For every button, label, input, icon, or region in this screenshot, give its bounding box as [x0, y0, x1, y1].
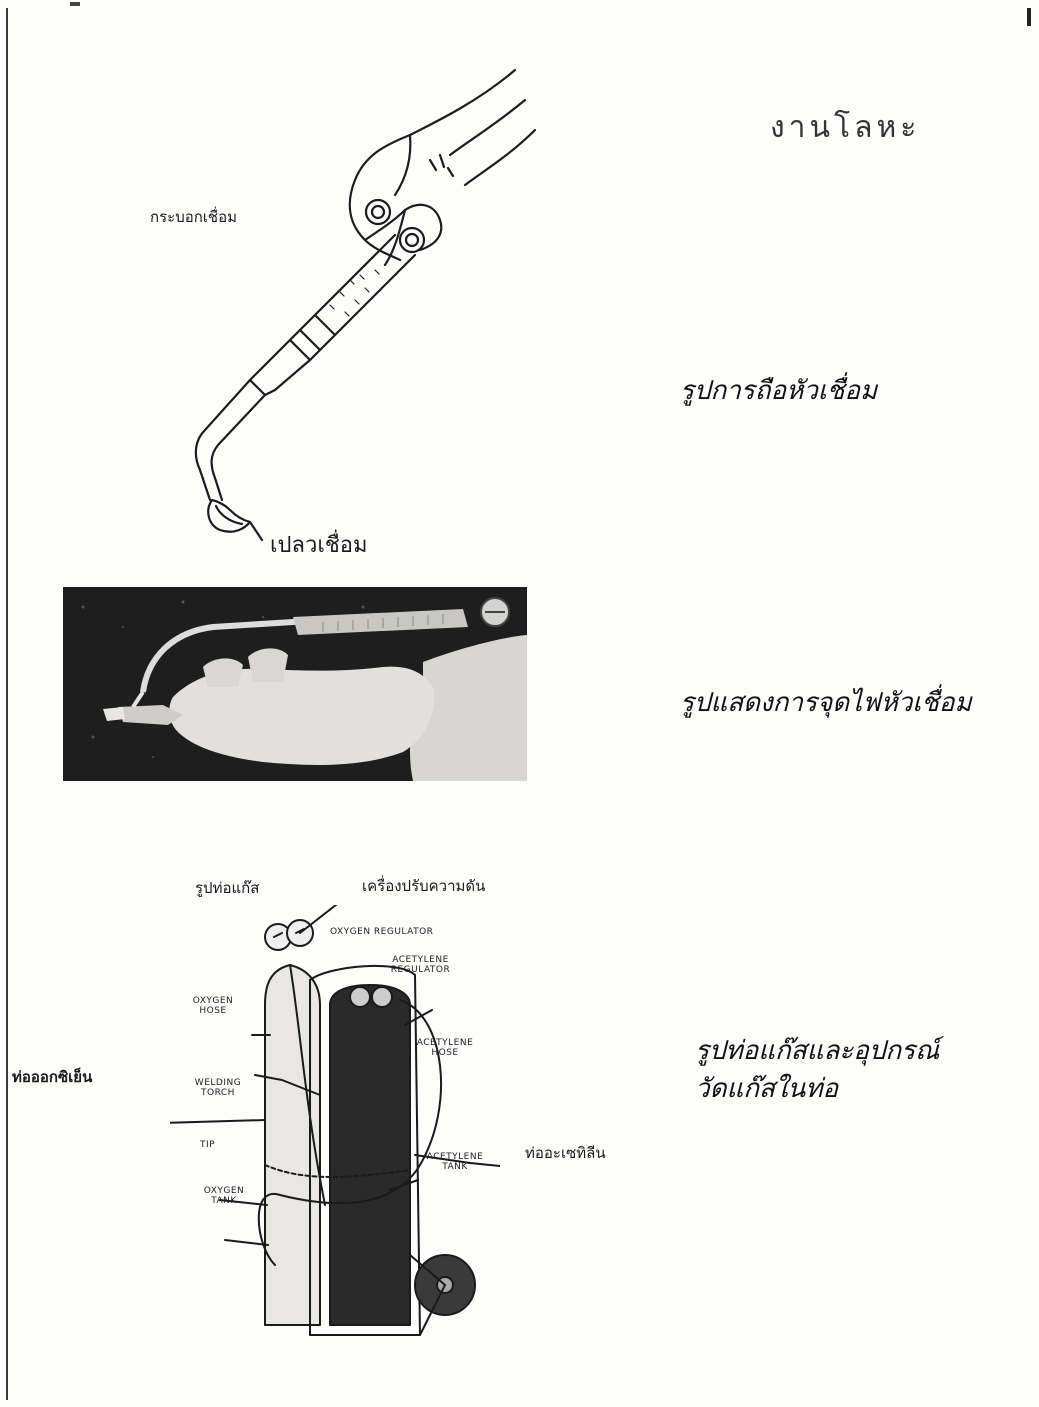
page-header-title: งานโลหะ: [770, 104, 920, 151]
label-welding-torch-th: กระบอกเชื่อม: [150, 205, 237, 229]
label-acetylene-hose: ACETYLENE HOSE: [410, 1038, 480, 1058]
label-oxygen-regulator: OXYGEN REGULATOR: [330, 927, 433, 937]
label-oxygen-tank-th: ท่อออกซิเย็น: [12, 1065, 92, 1089]
caption-gas-cylinders-line1: รูปท่อแก๊สและอุปกรณ์: [695, 1030, 939, 1071]
caption-holding-torch: รูปการถือหัวเชื่อม: [680, 370, 877, 411]
scan-border-left: [6, 8, 8, 1400]
label-pressure-regulator-th: เครื่องปรับความดัน: [362, 874, 485, 898]
scan-mark-top: [70, 2, 80, 6]
label-acetylene-regulator: ACETYLENE REGULATOR: [378, 955, 463, 975]
caption-gas-cylinders-line2: วัดแก๊สในท่อ: [695, 1068, 838, 1109]
figure-holding-torch: [150, 60, 570, 560]
label-acetylene-tank: ACETYLENE TANK: [420, 1152, 490, 1172]
label-welding-flame-th: เปลวเชื่อม: [270, 527, 368, 562]
label-oxygen-hose: OXYGEN HOSE: [188, 996, 238, 1016]
caption-lighting-torch: รูปแสดงการจุดไฟหัวเชื่อม: [680, 682, 972, 723]
figure-lighting-torch-photo: [63, 587, 527, 781]
scan-mark-right: [1027, 8, 1031, 26]
torch-hand-illustration: [150, 60, 570, 560]
label-gas-tank-th: รูปท่อแก๊ส: [195, 876, 259, 900]
label-oxygen-tank: OXYGEN TANK: [200, 1186, 248, 1206]
label-acetylene-tank-th: ท่ออะเซทิลีน: [525, 1141, 606, 1165]
label-welding-torch: WELDING TORCH: [192, 1078, 244, 1098]
lighting-torch-photo: [63, 587, 527, 781]
label-tip: TIP: [200, 1140, 215, 1150]
